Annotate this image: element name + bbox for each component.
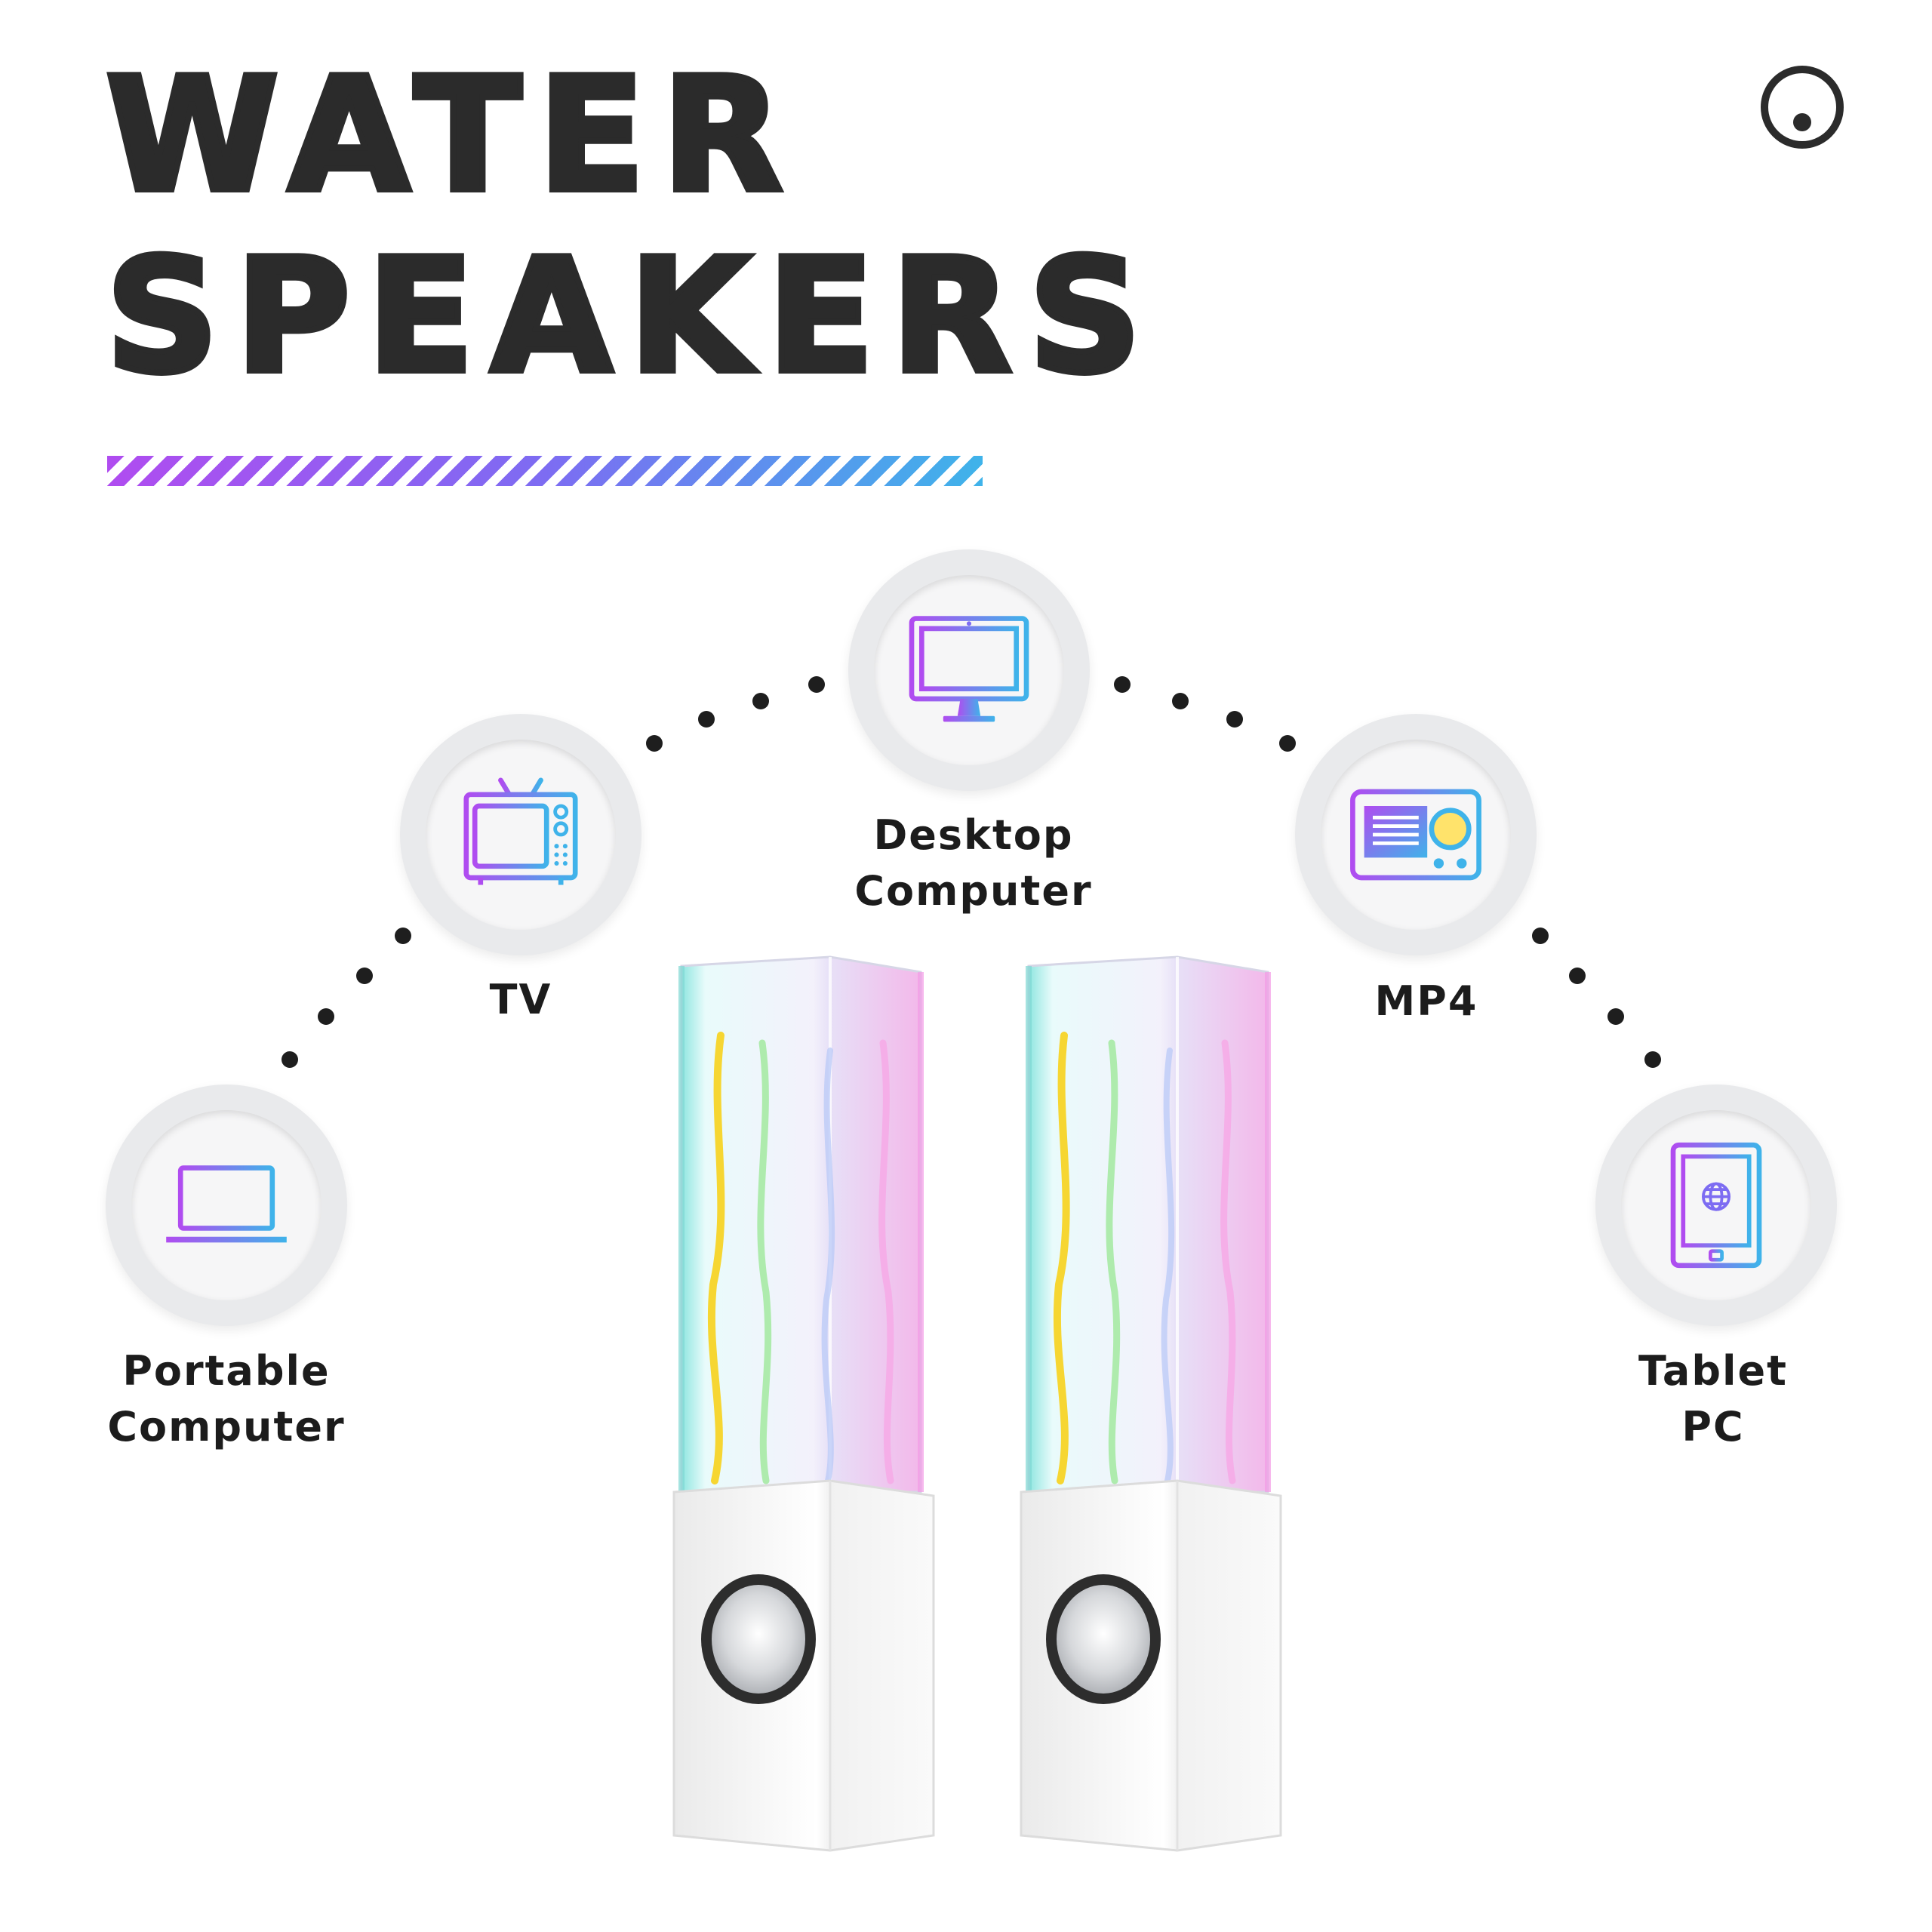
title-line-2: SPEAKERS xyxy=(103,223,1158,411)
page-title: WATER SPEAKERS xyxy=(103,42,1158,411)
device-circle-desktop-computer xyxy=(848,549,1090,791)
tv-icon xyxy=(463,777,578,885)
device-circle-portable-computer xyxy=(106,1084,347,1326)
circle-dot-logo-icon xyxy=(1761,66,1844,149)
water-speaker-left xyxy=(668,952,955,1858)
laptop-icon xyxy=(166,1165,287,1243)
label-tablet-pc: Tablet PC xyxy=(1638,1347,1788,1451)
monitor-icon xyxy=(909,616,1029,722)
device-circle-tv xyxy=(400,714,641,955)
label-tv: TV xyxy=(489,976,552,1023)
water-speaker-right xyxy=(1015,952,1302,1858)
label-portable-computer: Portable Computer xyxy=(107,1347,346,1451)
label-desktop-computer: Desktop Computer xyxy=(854,811,1093,915)
device-circle-tablet-pc xyxy=(1595,1084,1837,1326)
mp4-player-icon xyxy=(1350,789,1481,881)
gradient-stripe-divider xyxy=(107,456,983,486)
tablet-icon xyxy=(1670,1142,1762,1269)
device-circle-mp4 xyxy=(1295,714,1537,955)
title-line-1: WATER xyxy=(103,42,800,229)
water-speaker-left-image xyxy=(672,955,935,1852)
water-speaker-right-image xyxy=(1020,955,1282,1852)
label-mp4: MP4 xyxy=(1374,977,1478,1025)
